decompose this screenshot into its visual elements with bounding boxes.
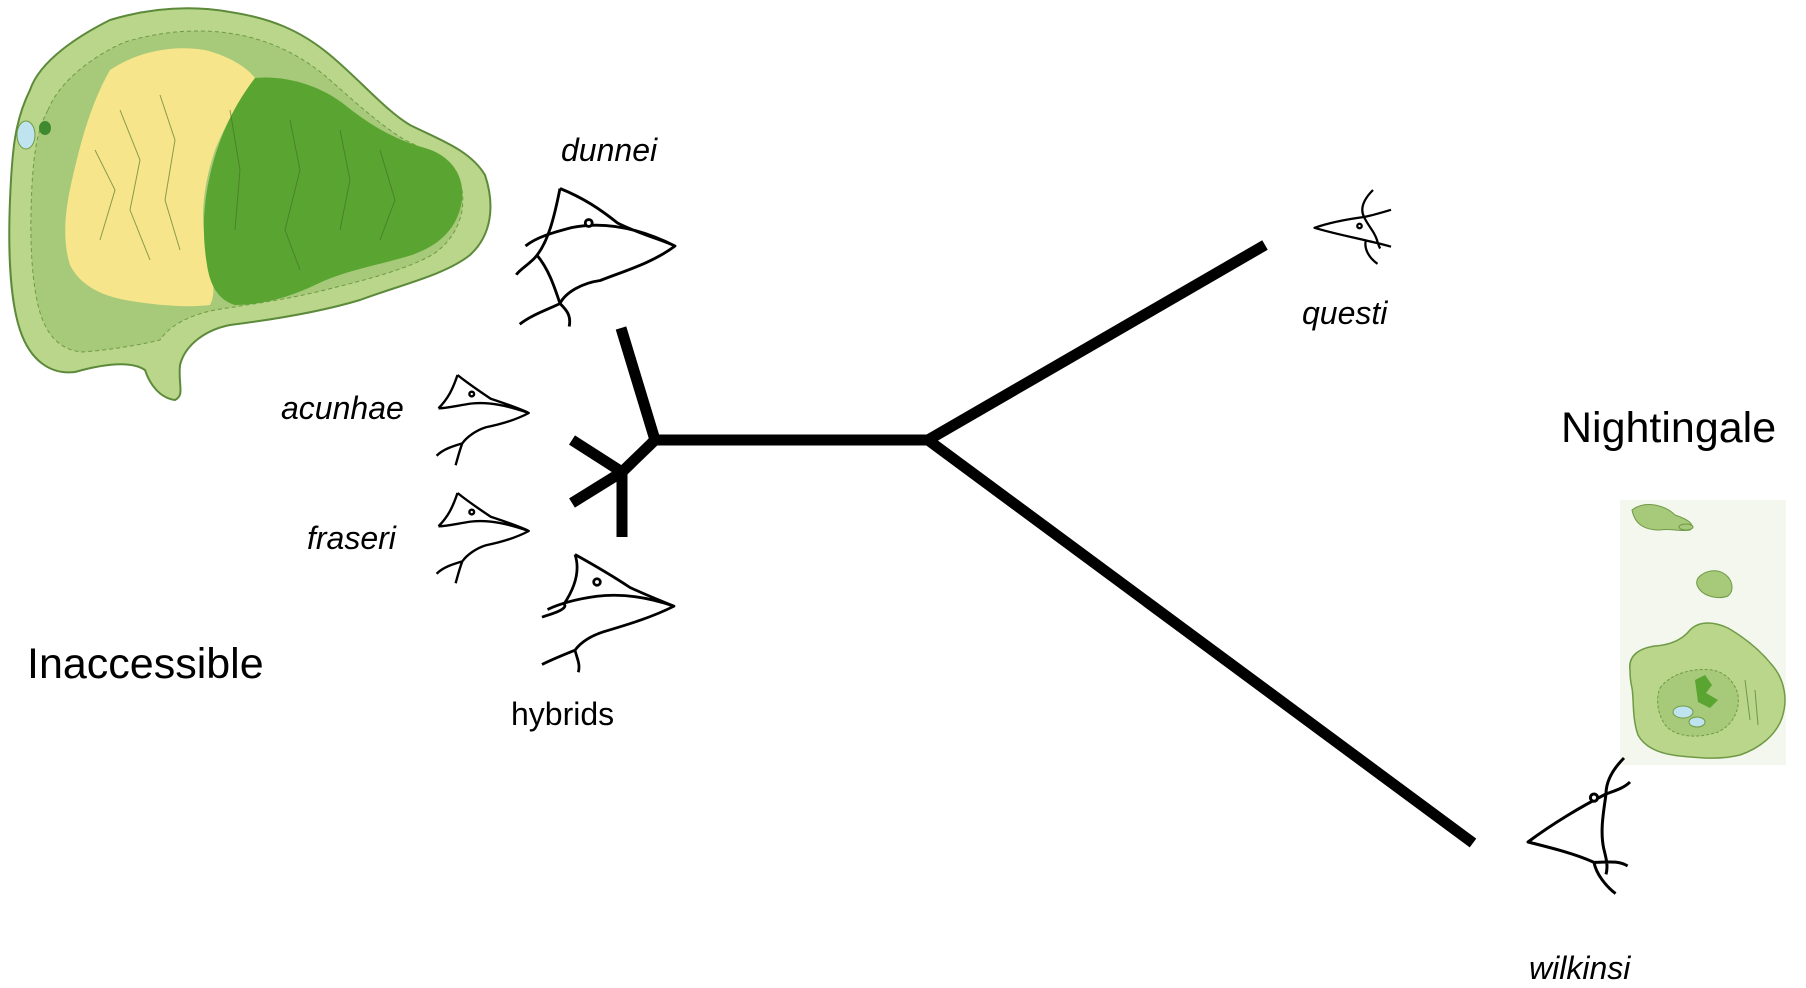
species-label-acunhae: acunhae: [281, 390, 404, 426]
hybrids-bird-head-icon: [541, 553, 676, 673]
inaccessible-island-map: [8, 7, 492, 402]
species-label-wilkinsi: wilkinsi: [1529, 950, 1631, 986]
island-label-inaccessible: Inaccessible: [27, 640, 264, 688]
species-label-questi: questi: [1302, 295, 1388, 331]
species-label-dunnei: dunnei: [561, 132, 658, 168]
questi-bird-head-icon: [1313, 189, 1392, 265]
nightingale-island-map: [1620, 500, 1786, 765]
island-label-nightingale: Nightingale: [1561, 404, 1777, 452]
branch-inner-stem: [618, 436, 659, 476]
species-label-fraseri: fraseri: [307, 520, 396, 556]
wilkinsi-bird-head-icon: [1526, 756, 1632, 895]
hybrids-label: hybrids: [511, 696, 615, 732]
branch-acunhae: [569, 435, 625, 477]
acunhae-bird-head-icon: [435, 374, 530, 466]
dunnei-bird-head-icon: [515, 187, 677, 327]
branch-dunnei: [615, 326, 661, 442]
branch-wilkinsi: [924, 435, 1477, 848]
branch-questi: [925, 240, 1268, 445]
fraseri-bird-head-icon: [435, 492, 530, 584]
phylogenetic-tree: [569, 240, 1477, 848]
branch-fraseri: [569, 467, 625, 508]
